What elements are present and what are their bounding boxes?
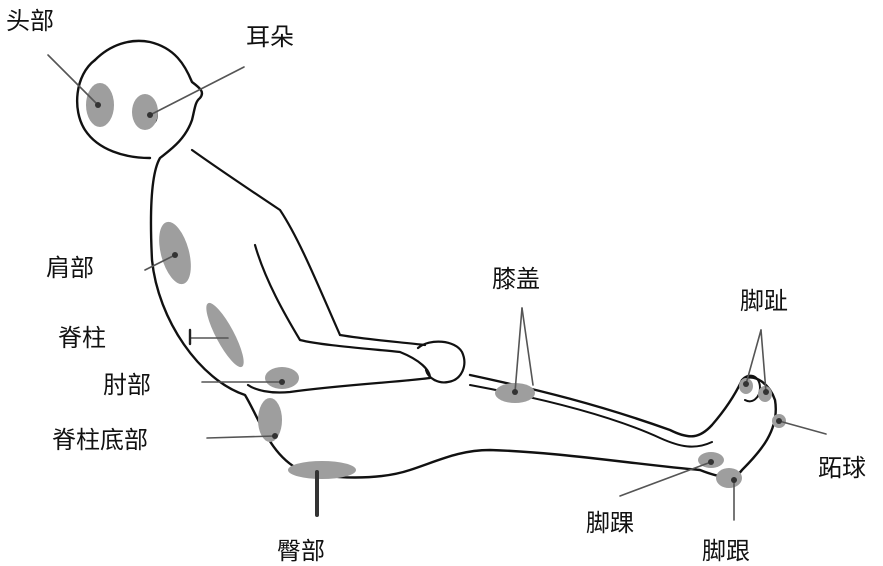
head-label: 头部 [6, 8, 54, 34]
shoulder-leader-dot [172, 252, 178, 258]
lower-spine-leader-dot [272, 433, 278, 439]
ear-pressure-area [132, 94, 158, 130]
knee-leader-dot [512, 389, 518, 395]
ankle-label: 脚踝 [586, 510, 634, 536]
heel-pressure-area [716, 468, 742, 488]
toes-leader-dot-2 [763, 389, 769, 395]
buttock-label: 臀部 [277, 538, 325, 564]
ball-of-foot-label: 跖球 [818, 455, 866, 481]
ball-of-foot-leader-line [779, 421, 826, 434]
ball-of-foot-leader-dot [776, 418, 782, 424]
knee-label: 膝盖 [492, 266, 540, 292]
ear-label: 耳朵 [246, 24, 294, 50]
hand-outline [418, 342, 464, 383]
knee-leader-line-2 [522, 308, 533, 385]
heel-leader-dot [731, 477, 737, 483]
toes-leader-dot-1 [743, 381, 749, 387]
toes-label: 脚趾 [740, 288, 788, 314]
ankle-leader-dot [708, 459, 714, 465]
elbow-label: 肘部 [103, 372, 151, 398]
knee-leader-line-1 [515, 308, 522, 392]
elbow-leader-dot [279, 379, 285, 385]
torso-front-outline [192, 150, 425, 345]
elbow-pressure-area [265, 367, 299, 389]
head-leader-dot [95, 102, 101, 108]
body-outline [95, 41, 776, 478]
lower-spine-label: 脊柱底部 [52, 427, 148, 453]
buttock-pressure-area [288, 461, 356, 479]
ear-leader-dot [147, 112, 153, 118]
ear-leader-line [150, 67, 244, 115]
spine-label: 脊柱 [58, 325, 106, 351]
shoulder-label: 肩部 [46, 255, 94, 281]
heel-label: 脚跟 [702, 538, 750, 564]
spine-pressure-area [200, 299, 250, 371]
